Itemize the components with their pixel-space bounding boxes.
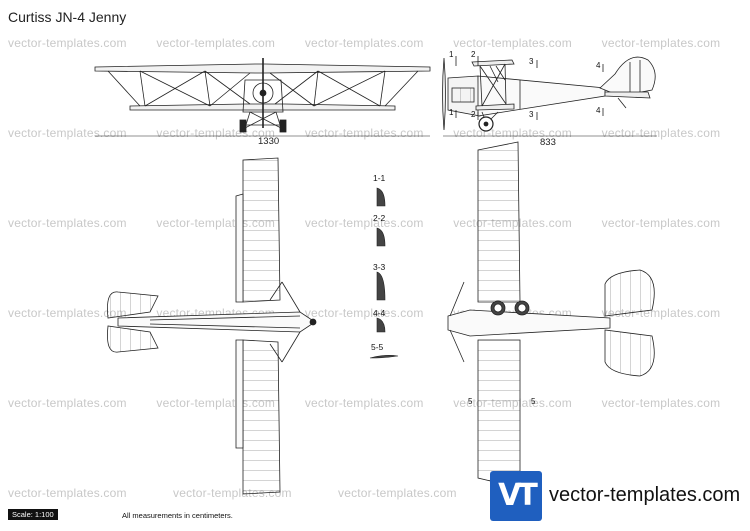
station-label: 4 xyxy=(596,106,601,115)
station-label: 2 xyxy=(471,50,476,59)
section-label: 3-3 xyxy=(373,262,386,272)
watermark: vector-templates.com xyxy=(453,36,572,50)
station-label: 4 xyxy=(596,61,601,70)
scale-badge: Scale: 1:100 xyxy=(8,509,58,520)
watermark: vector-templates.com xyxy=(8,126,127,140)
vector-templates-logo[interactable]: VT xyxy=(490,471,542,521)
watermark: vector-templates.com xyxy=(304,36,424,50)
section-label: 1-1 xyxy=(373,173,386,183)
station-label: 3 xyxy=(529,57,534,66)
station-label: 1 xyxy=(449,50,454,59)
span-dimension: 1330 xyxy=(258,136,280,147)
watermark: vector-templates.com xyxy=(8,306,127,320)
logo-letters: VT xyxy=(498,478,538,513)
watermark: vector-templates.com xyxy=(8,216,127,230)
watermark: vector-templates.com xyxy=(8,36,127,50)
drawing-title: Curtiss JN-4 Jenny xyxy=(8,9,127,25)
watermark: vector-templates.com xyxy=(304,126,424,140)
side-view xyxy=(442,56,657,137)
station-label: 1 xyxy=(449,108,454,117)
watermark: vector-templates.com xyxy=(8,396,127,410)
section-label: 2-2 xyxy=(373,213,386,223)
watermark: vector-templates.com xyxy=(601,216,721,230)
watermark: vector-templates.com xyxy=(304,216,424,230)
station-label: 5 xyxy=(468,397,473,406)
watermark-row: vector-templates.com vector-templates.co… xyxy=(8,36,750,50)
watermark: vector-templates.com xyxy=(601,36,721,50)
top-view xyxy=(107,157,317,495)
station-label: 5 xyxy=(531,397,536,406)
watermark: vector-templates.com xyxy=(304,306,424,320)
watermark: vector-templates.com xyxy=(601,396,721,410)
bottom-view xyxy=(447,141,655,489)
watermark: vector-templates.com xyxy=(156,36,276,50)
watermark: vector-templates.com xyxy=(601,126,721,140)
measurement-note: All measurements in centimeters. xyxy=(122,511,233,520)
airfoil-sections xyxy=(369,187,399,359)
length-dimension: 833 xyxy=(540,137,556,148)
section-label: 5-5 xyxy=(371,342,384,352)
section-label: 4-4 xyxy=(373,308,386,318)
station-label: 2 xyxy=(471,110,476,119)
front-view xyxy=(94,58,431,137)
watermark: vector-templates.com xyxy=(8,486,127,500)
station-label: 3 xyxy=(529,110,534,119)
watermark: vector-templates.com xyxy=(338,486,457,500)
site-name-link[interactable]: vector-templates.com xyxy=(549,484,741,506)
watermark: vector-templates.com xyxy=(304,396,424,410)
